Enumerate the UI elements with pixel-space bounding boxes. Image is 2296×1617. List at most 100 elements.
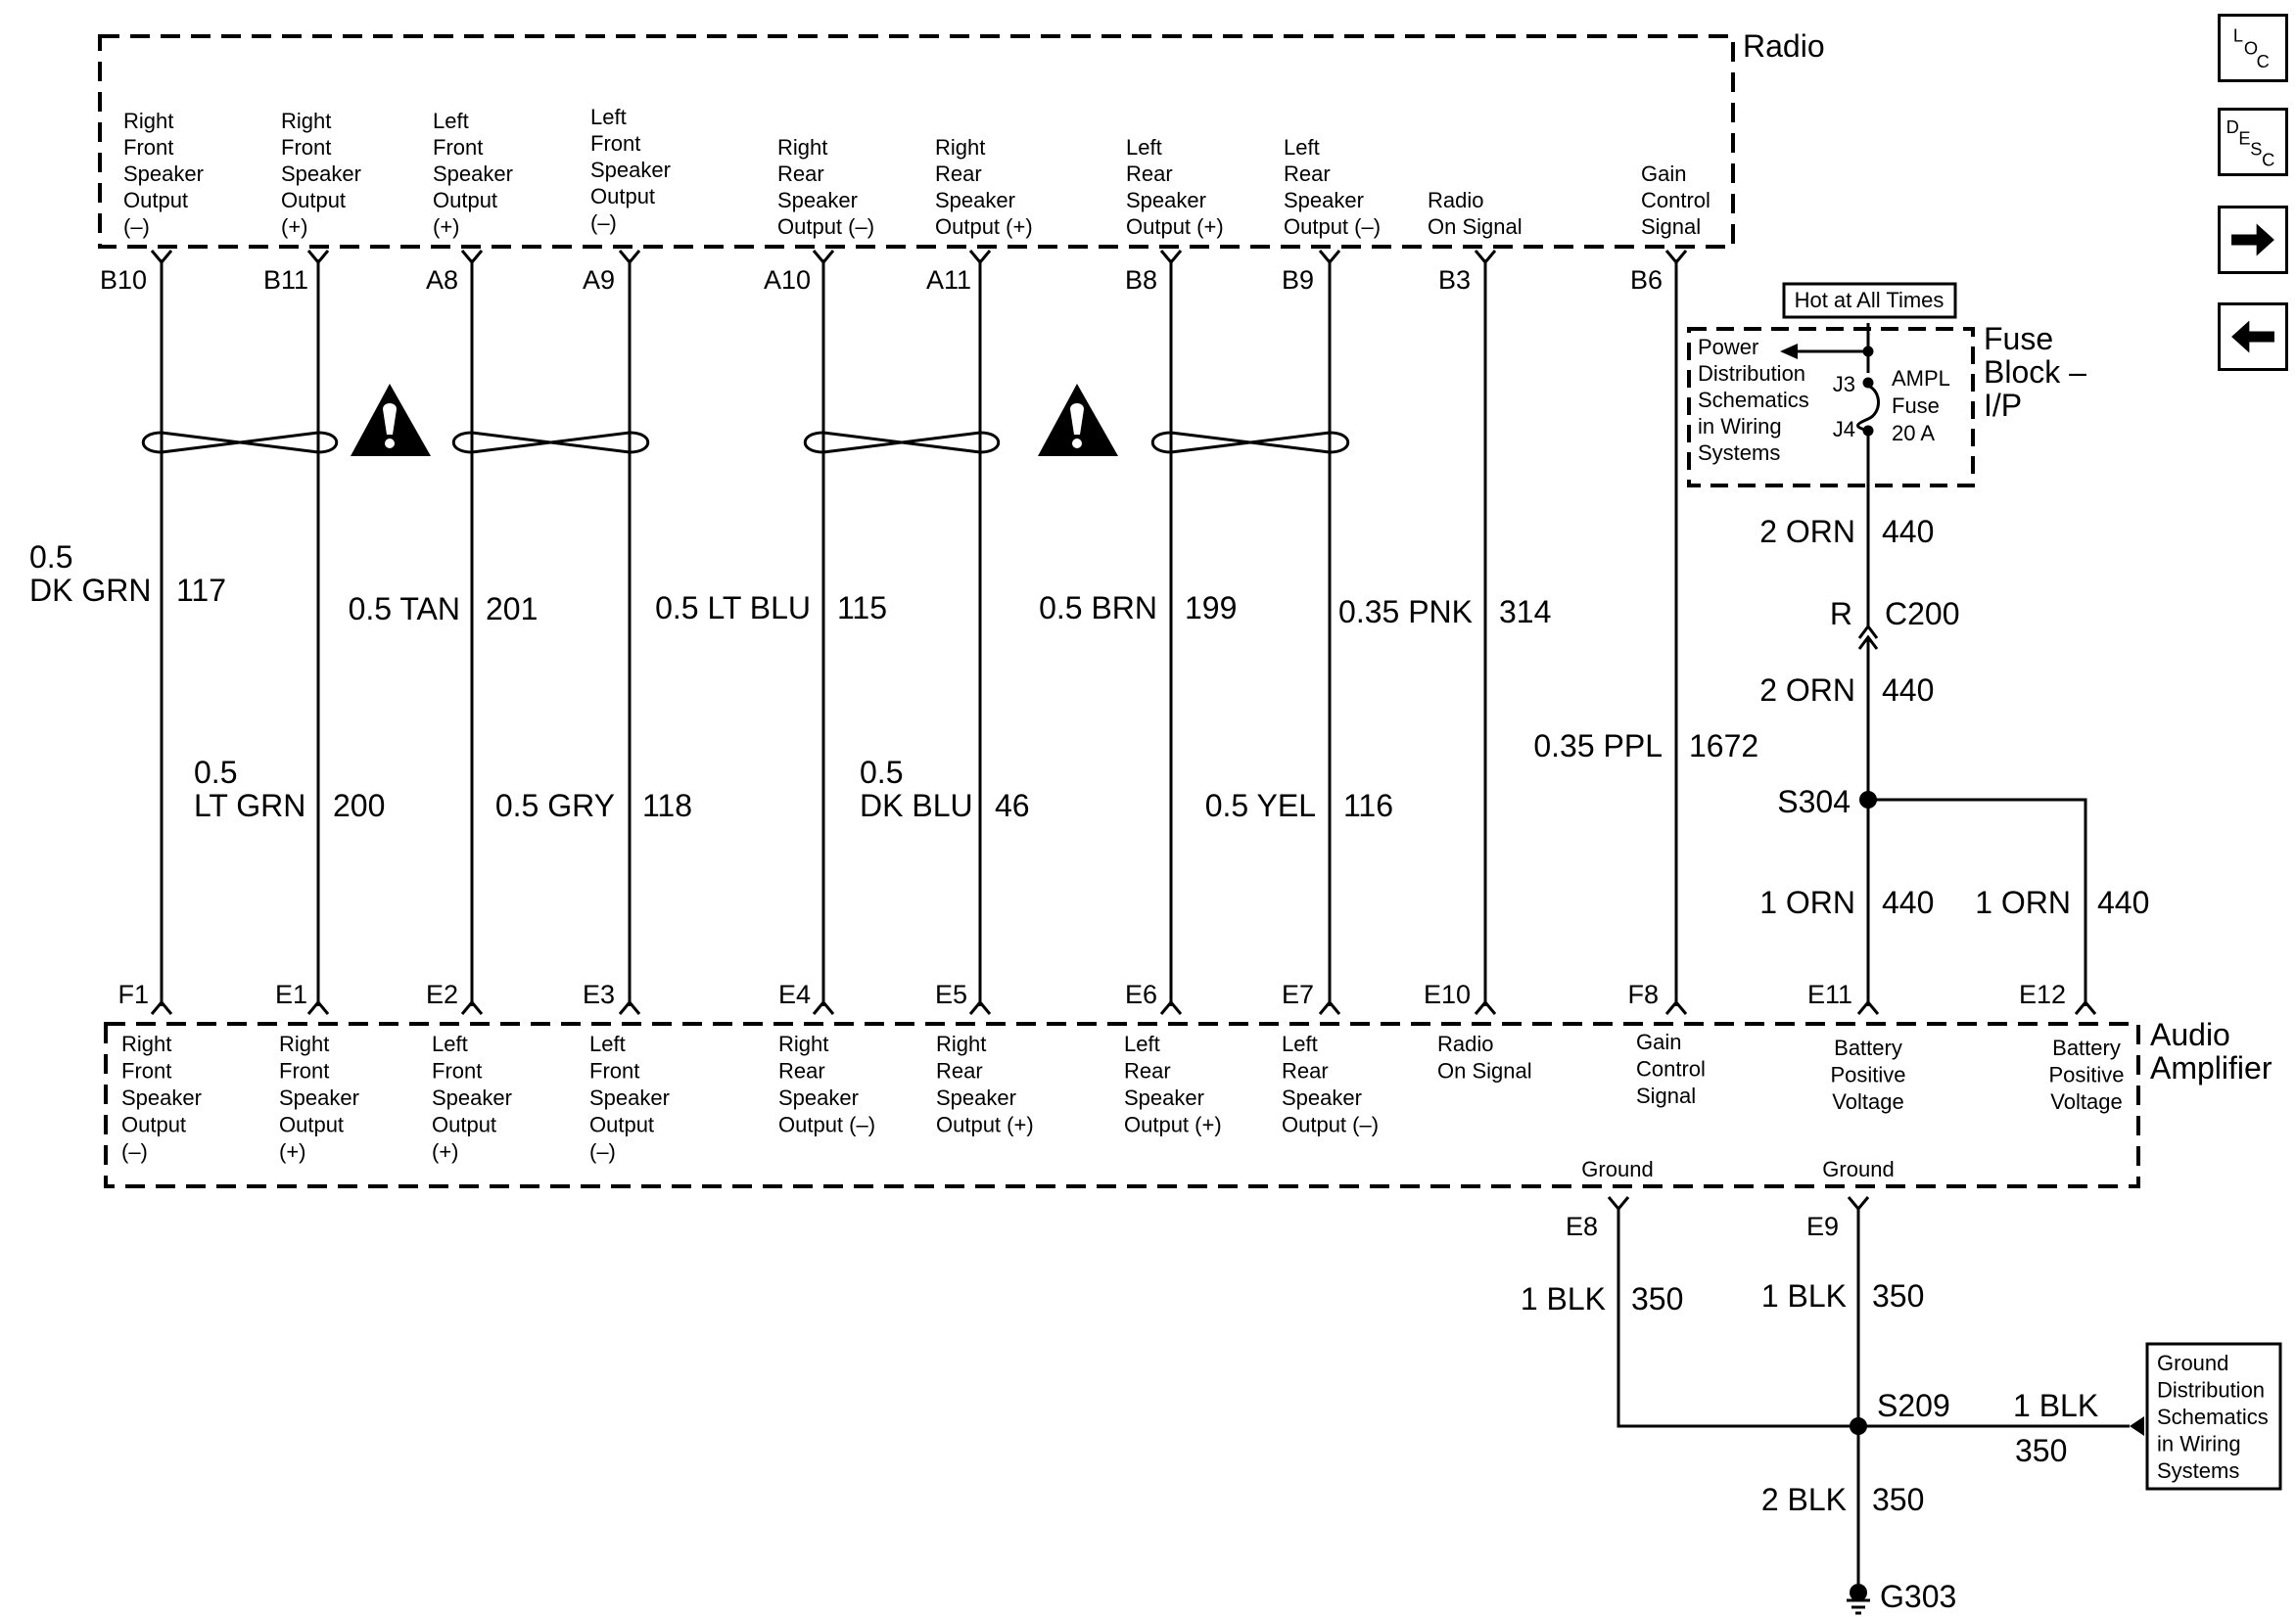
power-wire-b-spec: 2 ORN [1759,672,1855,708]
arrow-right-icon [2231,223,2274,256]
power-wire-a-circuit: 440 [1882,514,1934,549]
wire-label-118: 0.5 GRY 118 [495,788,692,823]
amplifier-title-1: Audio [2150,1017,2230,1052]
twisted-pair-rear-right [803,431,1001,454]
svg-text:0.35 PPL: 0.35 PPL [1533,728,1663,763]
power-wire-c-spec: 1 ORN [1759,885,1855,920]
svg-text:0.35 PNK: 0.35 PNK [1338,594,1473,629]
desc-button[interactable]: D E S C [2218,108,2288,176]
amp-terminal-f1 [150,999,173,1015]
svg-text:314: 314 [1499,594,1551,629]
svg-text:S: S [2250,139,2262,160]
amp-pin-e4: E4 [778,980,811,1009]
ground-g303-dot [1850,1584,1867,1601]
amp-terminal-e5 [968,999,992,1015]
radio-box [98,34,1735,249]
radio-terminal-b6 [1664,250,1688,265]
back-button[interactable] [2218,302,2288,371]
ground-terminal-e8 [1607,1196,1630,1212]
wire-label-1672: 0.35 PPL 1672 [1533,728,1758,763]
svg-text:200: 200 [333,788,385,823]
caution-icon [351,384,431,456]
twisted-pair-front-right [141,431,339,454]
amp-pin-e5: E5 [935,980,967,1009]
svg-text:0.5 LT BLU: 0.5 LT BLU [655,590,811,625]
ground-ref-wire-circuit: 350 [2015,1433,2067,1468]
ground-label-e9: Ground [1822,1157,1894,1181]
svg-text:0.5 BRN: 0.5 BRN [1039,590,1157,625]
wire-label-201: 0.5 TAN 201 [349,591,539,626]
splice-s209-label: S209 [1877,1388,1950,1423]
amp-terminal-e10 [1474,999,1497,1015]
amp-pin-e1: E1 [275,980,307,1009]
ground-wire-e8-circuit: 350 [1631,1281,1683,1317]
wire-label-116: 0.5 YEL 116 [1205,788,1393,823]
svg-text:0.5: 0.5 [860,755,903,790]
loc-button[interactable]: L O C [2218,14,2288,82]
radio-pin-b11: B11 [263,265,308,295]
svg-text:0.5: 0.5 [29,539,72,575]
amp-pin-e3: E3 [583,980,615,1009]
wire-label-200: 0.5 LT GRN 200 [194,755,385,823]
svg-text:DK GRN: DK GRN [29,573,151,608]
amp-terminal-e7 [1318,999,1341,1015]
radio-pin-b10: B10 [100,265,147,295]
power-wire-c-circuit: 440 [1882,885,1934,920]
ground-ref-arrow-icon [2130,1416,2144,1436]
amplifier-title-2: Amplifier [2150,1050,2273,1086]
radio-terminal-a11 [968,250,992,265]
caution-icon [1038,384,1118,456]
splice-s209-dot [1850,1417,1867,1435]
amp-pin-e6: E6 [1125,980,1157,1009]
radio-pin-b8: B8 [1125,265,1157,295]
splice-s304-branch [1868,798,2087,1006]
radio-terminal-b10 [150,250,173,265]
radio-pin-a9: A9 [583,265,615,295]
splice-s304-dot [1859,791,1877,808]
power-wire-d-spec: 1 ORN [1975,885,2071,920]
svg-text:1672: 1672 [1689,728,1758,763]
ground-main-wire-spec: 2 BLK [1761,1482,1847,1517]
connector-c200-icon [1857,624,1879,639]
next-button[interactable] [2218,206,2288,274]
fuse-terminal-j3-label: J3 [1833,372,1855,396]
svg-text:0.5: 0.5 [194,755,237,790]
amp-pin-e12: E12 [2019,980,2066,1009]
desc-icon: D E S C [2226,116,2275,170]
radio-pin-a10: A10 [764,265,811,295]
ground-wire-e8 [1617,1209,1858,1428]
twisted-pair-front-left [451,431,650,454]
wire-label-117: 0.5 DK GRN 117 [29,539,226,608]
wire-label-314: 0.35 PNK 314 [1338,594,1551,629]
svg-text:DK BLU: DK BLU [860,788,973,823]
ground-wire-e9-circuit: 350 [1872,1278,1924,1314]
svg-text:C: C [2262,150,2274,170]
amp-pin-e10: E10 [1424,980,1471,1009]
ground-label-e8: Ground [1581,1157,1653,1181]
amplifier-box [104,1022,2140,1188]
fuse-terminal-j4 [1862,425,1874,437]
